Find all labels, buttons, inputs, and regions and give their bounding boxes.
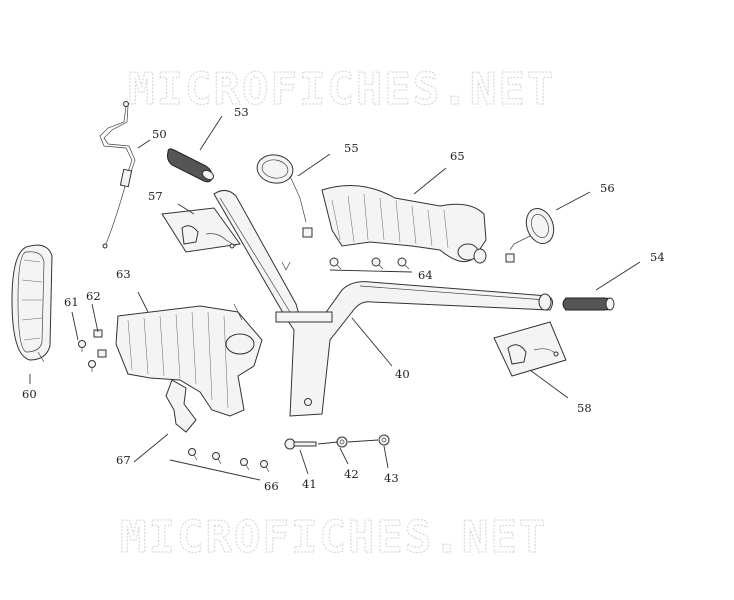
callout-67: 67 <box>116 453 131 467</box>
callout-56: 56 <box>600 181 615 195</box>
part-left-grip <box>167 148 215 183</box>
part-front-lower-cover <box>115 303 263 417</box>
callout-53: 53 <box>234 105 249 119</box>
part-right-mirror <box>505 208 555 263</box>
part-handlebar <box>213 190 554 417</box>
callout-54: 54 <box>650 250 665 264</box>
part-headlight-rim <box>11 244 53 363</box>
callout-50: 50 <box>152 127 167 141</box>
part-left-switch-assembly <box>161 207 241 253</box>
callout-64: 64 <box>418 268 433 282</box>
part-throttle-cable <box>99 101 136 249</box>
part-screws-66 <box>188 448 270 473</box>
part-nuts-62 <box>93 329 107 358</box>
leader-lines <box>29 115 641 481</box>
callout-42: 42 <box>344 467 359 481</box>
callout-60: 60 <box>22 387 37 401</box>
part-bracket <box>165 379 197 433</box>
part-bolt-41 <box>284 438 317 450</box>
part-right-grip <box>562 297 615 311</box>
part-screws-64 <box>329 257 410 270</box>
callout-57: 57 <box>148 189 163 203</box>
part-right-switch-assembly <box>493 321 567 377</box>
callout-40: 40 <box>395 367 410 381</box>
callout-58: 58 <box>577 401 592 415</box>
part-screws-61 <box>78 340 96 372</box>
part-left-mirror <box>256 154 313 238</box>
part-nut-42 <box>336 436 348 448</box>
callout-61: 61 <box>64 295 79 309</box>
callout-62: 62 <box>86 289 101 303</box>
watermark-bottom: MICROFICHES.NET <box>120 512 547 563</box>
callout-labels: 40 41 42 43 50 53 54 55 56 57 58 60 61 6… <box>22 105 665 493</box>
watermark-top: MICROFICHES.NET <box>128 64 555 115</box>
callout-41: 41 <box>302 477 317 491</box>
part-front-upper-cover <box>321 185 487 264</box>
part-nut-43 <box>378 434 390 446</box>
callout-66: 66 <box>264 479 279 493</box>
callout-63: 63 <box>116 267 131 281</box>
callout-43: 43 <box>384 471 399 485</box>
callout-65: 65 <box>450 149 465 163</box>
callout-55: 55 <box>344 141 359 155</box>
